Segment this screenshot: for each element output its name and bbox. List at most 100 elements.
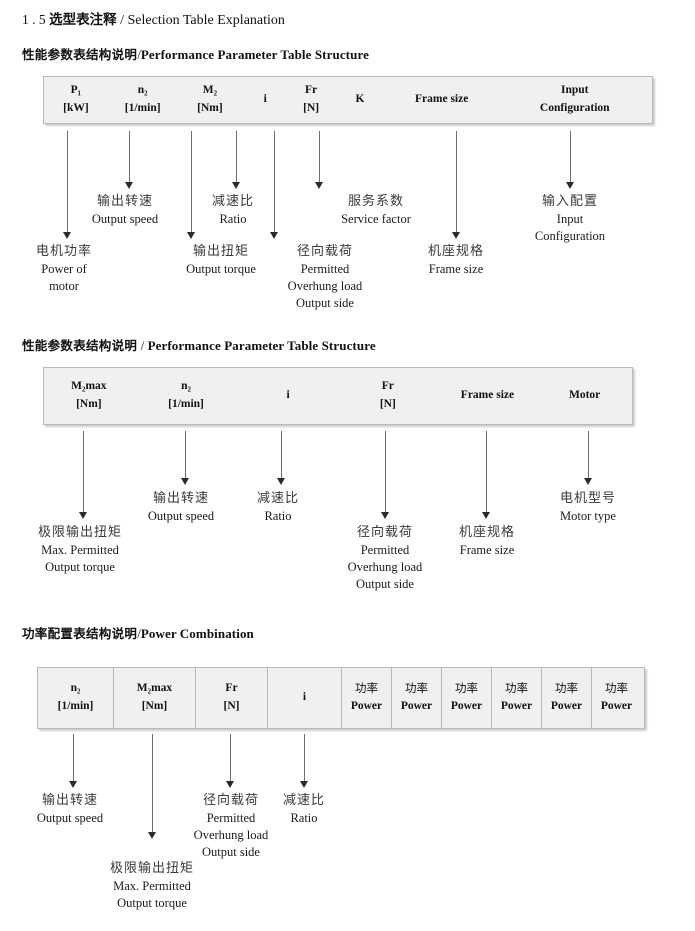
note-overhung-load-en-3: Output side <box>356 577 414 592</box>
note-overhung-load-cn: 径向载荷 <box>202 793 259 808</box>
note-power-of-motor-en-2: motor <box>49 279 79 294</box>
column-n2-symbol: n₂ <box>137 84 148 97</box>
column-fr-symbol: Fr <box>305 84 318 97</box>
note-output-speed: 输出转速 Output speed <box>125 490 237 525</box>
note-motor-type: 电机型号 Motor type <box>532 490 644 525</box>
arrow-to-motor-type <box>584 431 593 485</box>
note-overhung-load-en-1: Permitted <box>360 542 410 557</box>
section-3-heading-en: Power Combination <box>140 626 254 641</box>
note-input-configuration-en-1: Input <box>556 211 584 226</box>
column-frame-size: Frame size <box>438 368 538 424</box>
note-max-output-torque: 极限输出扭矩 Max. Permitted Output torque <box>20 524 140 576</box>
column-power-5-en: Power <box>550 700 583 712</box>
note-ratio: 减速比 Ratio <box>232 490 324 525</box>
note-input-configuration-cn: 输入配置 <box>541 194 598 209</box>
note-output-speed-cn: 输出转速 <box>41 793 98 808</box>
column-m2max: M₂max [Nm] <box>113 668 195 728</box>
note-max-output-torque: 极限输出扭矩 Max. Permitted Output torque <box>92 860 212 912</box>
note-max-output-torque-cn: 极限输出扭矩 <box>109 861 194 876</box>
note-frame-size-en: Frame size <box>459 542 515 557</box>
note-max-output-torque-cn: 极限输出扭矩 <box>37 525 122 540</box>
column-power-6-cn: 功率 <box>605 681 628 696</box>
note-motor-type-cn: 电机型号 <box>559 491 616 506</box>
section-2-heading-cn: 性能参数表结构说明 <box>22 338 138 353</box>
page-title-cn: 选型表注释 <box>49 12 117 28</box>
column-i-symbol: i <box>263 93 267 106</box>
column-m2max-symbol: M₂max <box>136 682 173 695</box>
note-service-factor-en: Service factor <box>341 211 411 226</box>
column-fr-unit: [N] <box>303 102 320 114</box>
column-power-2-cn: 功率 <box>405 681 428 696</box>
note-input-configuration-en-2: Configuration <box>534 229 606 244</box>
column-frame-size: Frame size <box>386 77 498 123</box>
column-configuration-label: Configuration <box>539 102 610 114</box>
section-1-heading-cn: 性能参数表结构说明 <box>22 47 138 62</box>
column-m2max-unit: [Nm] <box>76 398 102 410</box>
section-2-heading-separator: / <box>140 338 145 353</box>
section-3-heading-separator: / <box>137 626 141 641</box>
arrow-to-overhung-load <box>270 131 279 239</box>
note-output-torque: 输出扭矩 Output torque <box>165 243 277 278</box>
performance-parameter-table-2: M₂max [Nm] n₂ [1/min] i Fr [N] Frame siz… <box>43 367 633 425</box>
note-ratio: 减速比 Ratio <box>258 792 350 827</box>
arrow-to-input-configuration <box>566 131 575 189</box>
section-3-heading: 功率配置表结构说明/Power Combination <box>22 623 254 642</box>
note-frame-size-en: Frame size <box>428 261 484 276</box>
power-combination-table: n₂ [1/min] M₂max [Nm] Fr [N] i 功率 Power … <box>37 667 645 729</box>
note-overhung-load: 径向载荷 Permitted Overhung load Output side <box>326 524 444 594</box>
column-fr-symbol: Fr <box>381 380 394 393</box>
note-frame-size: 机座规格 Frame size <box>400 243 512 278</box>
column-power-4: 功率 Power <box>491 668 541 728</box>
arrow-to-ratio <box>232 131 241 189</box>
note-ratio-cn: 减速比 <box>211 194 254 209</box>
note-output-torque-cn: 输出扭矩 <box>192 244 249 259</box>
column-power-3-cn: 功率 <box>455 681 478 696</box>
page-title: 1 . 5 选型表注释 / Selection Table Explanatio… <box>22 8 285 29</box>
arrow-to-output-torque <box>187 131 196 239</box>
arrow-to-output-speed <box>125 131 134 189</box>
note-overhung-load-cn: 径向载荷 <box>296 244 353 259</box>
column-frame-size-label: Frame size <box>415 93 469 106</box>
column-m2-symbol: M₂ <box>202 84 218 97</box>
column-fr-unit: [N] <box>223 700 240 712</box>
arrow-to-service-factor <box>315 131 324 189</box>
arrow-to-power-of-motor <box>63 131 72 239</box>
note-overhung-load: 径向载荷 Permitted Overhung load Output side <box>172 792 290 862</box>
note-ratio-en: Ratio <box>219 211 247 226</box>
column-n2-unit: [1/min] <box>57 700 94 712</box>
note-overhung-load-en-1: Permitted <box>300 261 350 276</box>
column-k: K <box>334 77 386 123</box>
note-overhung-load-en-2: Overhung load <box>287 279 363 294</box>
column-frame-size-label: Frame size <box>460 389 515 402</box>
column-m2-unit: [Nm] <box>197 102 223 114</box>
column-m2max-unit: [Nm] <box>141 700 168 712</box>
note-output-speed-cn: 输出转速 <box>152 491 209 506</box>
arrow-to-max-output-torque <box>148 734 157 839</box>
note-overhung-load-en-2: Overhung load <box>347 560 423 575</box>
column-power-6-en: Power <box>600 700 633 712</box>
note-service-factor: 服务系数 Service factor <box>312 193 440 228</box>
note-overhung-load: 径向载荷 Permitted Overhung load Output side <box>266 243 384 313</box>
arrow-to-frame-size <box>482 431 491 519</box>
column-p1-symbol: P₁ <box>70 84 82 97</box>
page-title-en: Selection Table Explanation <box>127 13 285 28</box>
section-2-heading: 性能参数表结构说明 / Performance Parameter Table … <box>22 335 376 354</box>
column-input-configuration: Input Configuration <box>497 77 651 123</box>
note-output-speed: 输出转速 Output speed <box>69 193 181 228</box>
column-k-symbol: K <box>355 93 365 106</box>
note-output-speed-cn: 输出转速 <box>96 194 153 209</box>
column-n2-symbol: n₂ <box>181 380 191 393</box>
note-ratio-cn: 减速比 <box>282 793 325 808</box>
note-output-speed-en: Output speed <box>147 508 215 523</box>
note-ratio-en: Ratio <box>290 810 318 825</box>
arrow-to-ratio <box>300 734 309 788</box>
column-p1-unit: [kW] <box>63 102 89 114</box>
column-power-1-cn: 功率 <box>355 681 378 696</box>
arrow-to-frame-size <box>452 131 461 239</box>
note-power-of-motor: 电机功率 Power of motor <box>8 243 120 295</box>
column-i: i <box>238 368 338 424</box>
column-power-5: 功率 Power <box>541 668 591 728</box>
arrow-to-overhung-load <box>226 734 235 788</box>
column-fr: Fr [N] <box>338 368 438 424</box>
